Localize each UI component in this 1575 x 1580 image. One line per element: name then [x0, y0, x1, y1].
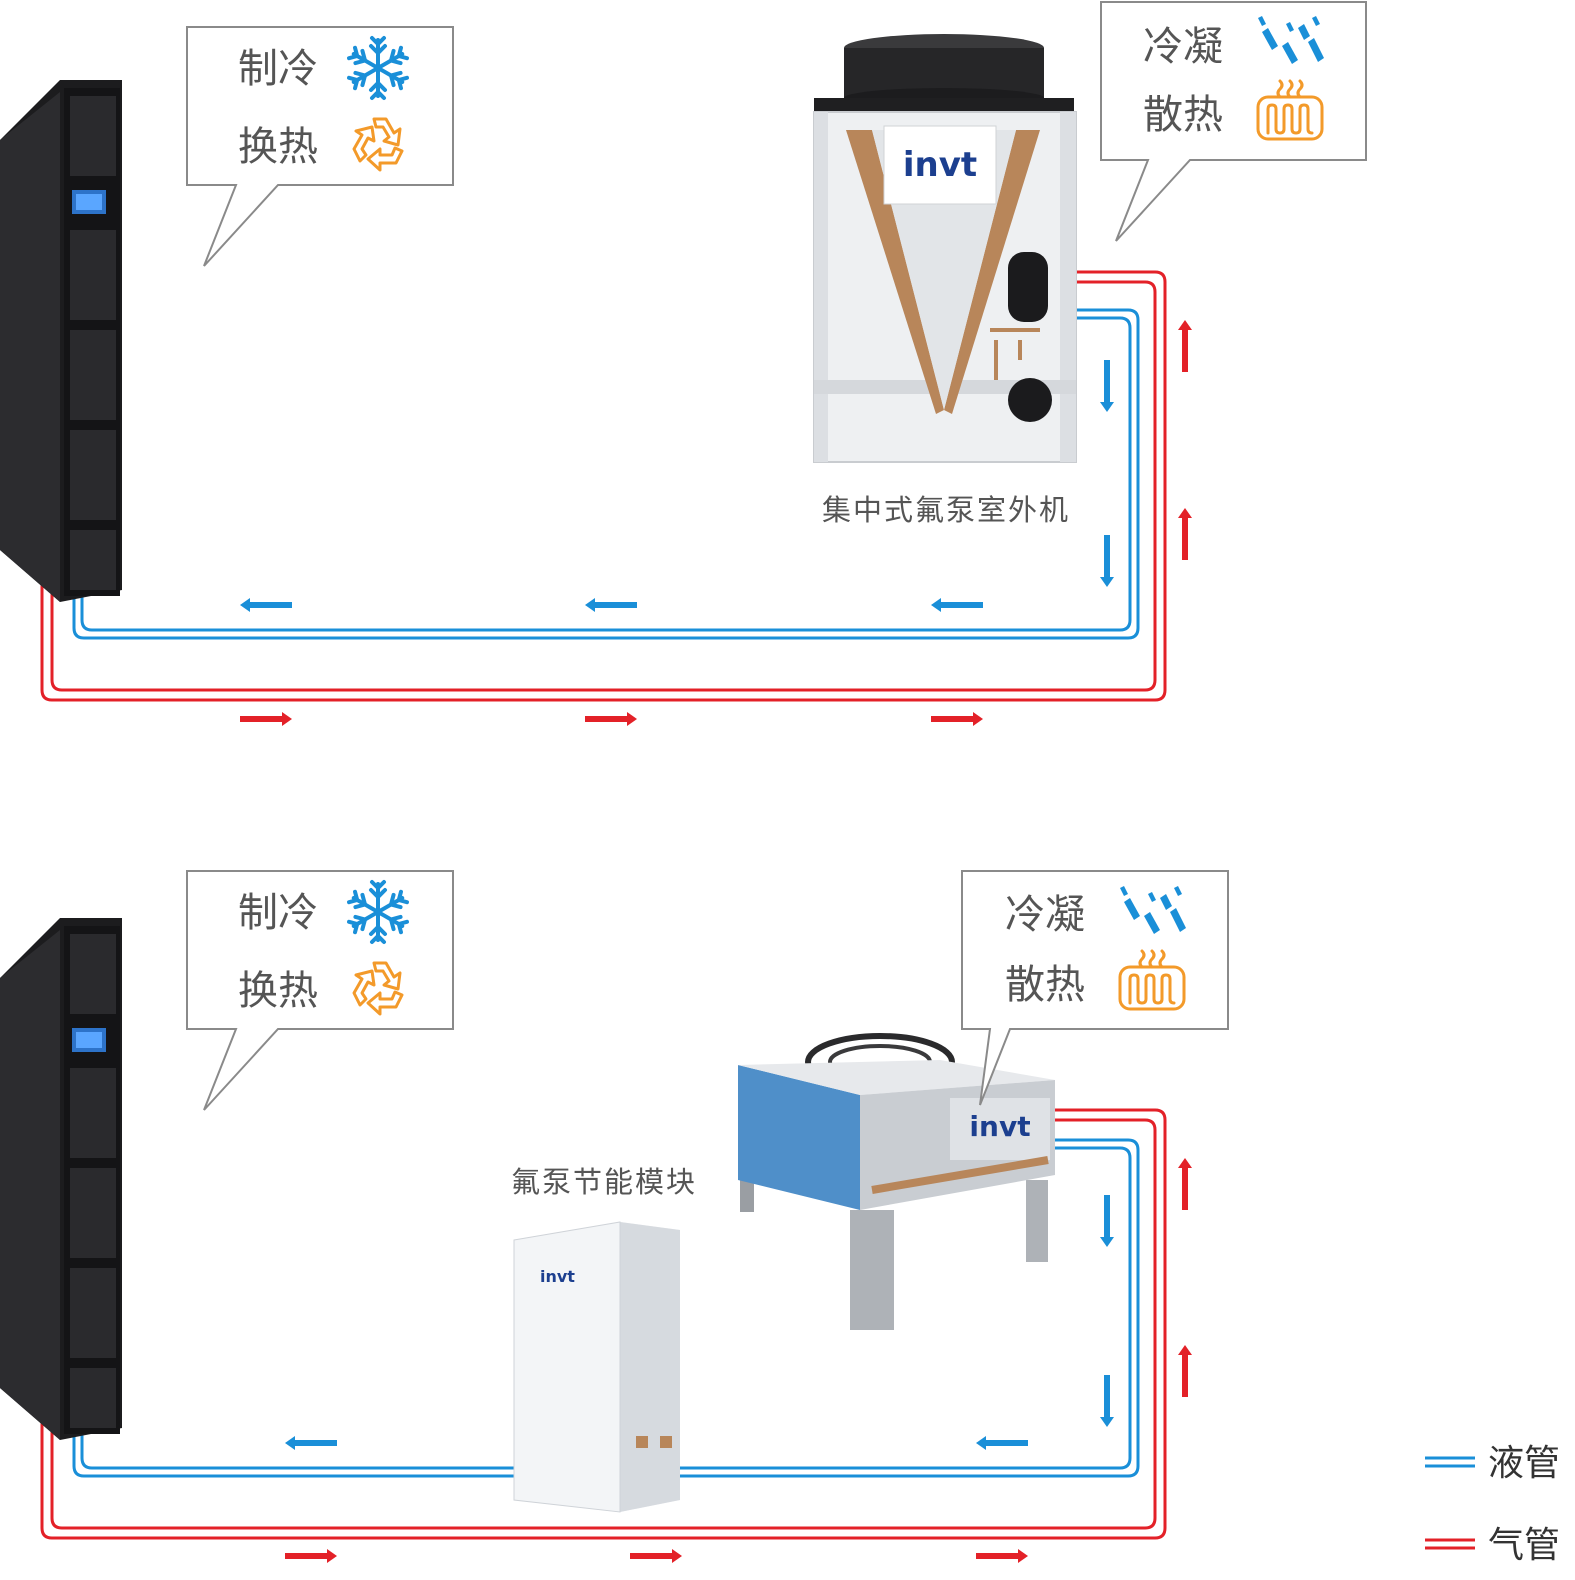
gas-flow-arrow — [1178, 1345, 1192, 1397]
gas-flow-arrow — [285, 1549, 337, 1563]
heat-exchange-label: 换热 — [238, 968, 318, 1014]
air-cooled-condenser: invt — [738, 1033, 1055, 1330]
legend-liquid: 液管 — [1425, 1443, 1560, 1484]
gas-flow-arrow — [1178, 320, 1192, 372]
diagram-2-pipe-loop — [40, 1108, 1167, 1540]
liquid-flow-arrow — [1100, 535, 1114, 587]
liquid-flow-arrow — [240, 598, 292, 612]
gas-flow-arrow — [630, 1549, 682, 1563]
invt-logo: invt — [903, 145, 977, 185]
gas-flow-arrow — [1178, 508, 1192, 560]
gas-flow-arrow — [585, 712, 637, 726]
gas-flow-arrow — [931, 712, 983, 726]
invt-logo: invt — [540, 1267, 575, 1286]
diagram-1-pipe-loop — [40, 270, 1167, 702]
legend-liquid-label: 液管 — [1488, 1443, 1560, 1484]
liquid-flow-arrow — [1100, 1375, 1114, 1427]
module-caption: 氟泵节能模块 — [511, 1165, 697, 1199]
legend: 液管 气管 — [1425, 1443, 1560, 1566]
pump-module: invt — [513, 1221, 680, 1513]
liquid-flow-arrow — [976, 1436, 1028, 1450]
condensation-label: 冷凝 — [1143, 24, 1223, 70]
legend-gas: 气管 — [1425, 1525, 1560, 1566]
indoor-callout-1: 制冷 换热 — [186, 26, 454, 267]
liquid-flow-arrow — [585, 598, 637, 612]
centralized-outdoor-unit: invt — [813, 34, 1077, 463]
invt-logo: invt — [969, 1110, 1030, 1143]
indoor-callout-2: 制冷 换热 — [186, 870, 454, 1111]
outdoor-callout-2: 冷凝 散热 — [961, 870, 1229, 1106]
liquid-flow-arrow — [285, 1436, 337, 1450]
liquid-flow-arrow — [1100, 360, 1114, 412]
outdoor-unit-caption: 集中式氟泵室外机 — [822, 493, 1070, 527]
heat-dissipation-label: 散热 — [1143, 92, 1223, 138]
condensation-label: 冷凝 — [1005, 892, 1085, 938]
indoor-cooling-unit — [0, 80, 122, 602]
liquid-flow-arrow — [931, 598, 983, 612]
gas-flow-arrow — [976, 1549, 1028, 1563]
outdoor-callout-1: 冷凝 散热 — [1100, 1, 1367, 242]
cooling-label: 制冷 — [238, 890, 318, 936]
cooling-label: 制冷 — [238, 46, 318, 92]
legend-gas-label: 气管 — [1488, 1525, 1560, 1566]
gas-flow-arrow — [1178, 1158, 1192, 1210]
liquid-flow-arrow — [1100, 1195, 1114, 1247]
diagram-2-flow-arrows — [285, 1158, 1192, 1563]
heat-dissipation-label: 散热 — [1005, 962, 1085, 1008]
gas-flow-arrow — [240, 712, 292, 726]
heat-exchange-label: 换热 — [238, 124, 318, 170]
indoor-cooling-unit — [0, 918, 122, 1440]
